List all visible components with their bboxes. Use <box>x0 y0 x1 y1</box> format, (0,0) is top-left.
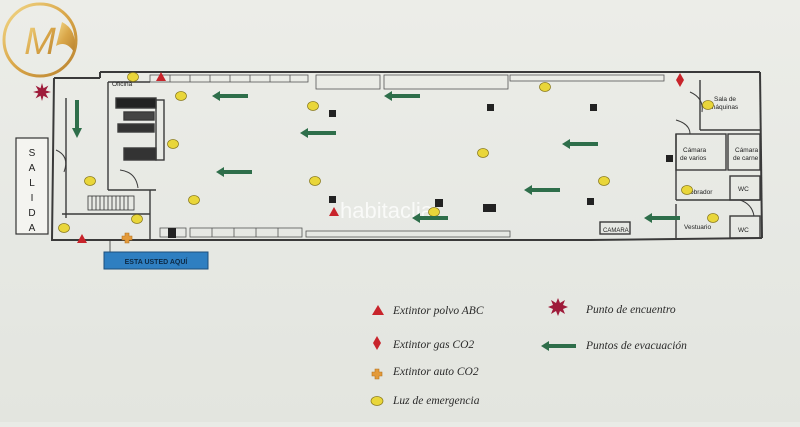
exit-sign: S A L I D A <box>15 137 49 235</box>
staircase <box>87 195 135 211</box>
legend-light-icon <box>370 396 384 406</box>
extinguisher-abc-icon <box>77 234 87 243</box>
logo-letter: M <box>24 21 56 63</box>
legend-arrow-icon <box>541 341 576 351</box>
extinguishers-co2 <box>676 73 684 87</box>
legend-label-evacuacion: Puntos de evacuación <box>585 340 687 352</box>
exit-letter: D <box>28 208 35 219</box>
evacuation-arrow-icon <box>384 91 420 101</box>
top-shelving <box>149 74 665 90</box>
legend-label-extintor-gas: Extintor gas CO2 <box>392 339 474 351</box>
evacuation-arrow-icon <box>412 213 448 223</box>
exit-letter: A <box>29 163 36 174</box>
evacuation-arrow-icon <box>72 100 82 138</box>
bottom-shelving <box>159 227 511 238</box>
meeting-points <box>33 83 51 101</box>
exit-letter: A <box>29 223 36 234</box>
legend-star-icon <box>548 298 568 316</box>
emergency-lights <box>58 72 719 233</box>
structural-columns <box>168 104 673 238</box>
evacuation-arrow-icon <box>644 213 680 223</box>
emergency-light-icon <box>681 185 693 195</box>
emergency-light-icon <box>84 176 96 186</box>
extinguisher-abc-icon <box>329 207 339 216</box>
room-label-carne: de carne <box>733 155 759 162</box>
you-are-here-marker: ESTA USTED AQUÍ <box>103 240 209 270</box>
emergency-light-icon <box>309 176 321 186</box>
room-label-maquinas: máquinas <box>710 104 739 111</box>
evacuation-arrow-icon <box>212 91 248 101</box>
legend: Extintor polvo ABC Extintor gas CO2 Exti… <box>370 298 687 407</box>
emergency-light-icon <box>175 91 187 101</box>
meeting-point-icon <box>33 83 51 101</box>
legend-triangle-icon <box>372 305 384 315</box>
left-rooms <box>55 81 165 240</box>
evacuation-arrow-icon <box>216 167 252 177</box>
room-label-camara: CAMARA <box>603 228 629 234</box>
extinguishers-auto <box>121 232 133 244</box>
emergency-light-icon <box>702 100 714 110</box>
extinguishers-abc <box>77 72 339 243</box>
legend-label-extintor-polvo: Extintor polvo ABC <box>392 305 484 317</box>
exit-letter: I <box>31 193 34 204</box>
legend-diamond-icon <box>373 336 381 350</box>
emergency-light-icon <box>127 72 139 82</box>
room-label-oficina: Oficina <box>112 81 133 88</box>
emergency-light-icon <box>598 176 610 186</box>
exit-letter: S <box>29 148 36 159</box>
room-label-varios: de varios <box>680 155 707 162</box>
emergency-light-icon <box>167 139 179 149</box>
emergency-light-icon <box>307 101 319 111</box>
emergency-light-icon <box>58 223 70 233</box>
emergency-light-icon <box>539 82 551 92</box>
evacuation-arrow-icon <box>300 128 336 138</box>
room-label-obrador: obrador <box>690 189 713 196</box>
legend-label-extintor-auto: Extintor auto CO2 <box>392 366 479 378</box>
extinguisher-co2-icon <box>676 73 684 87</box>
legend-label-luz: Luz de emergencia <box>392 395 480 407</box>
room-label-vestuario: Vestuario <box>684 224 711 231</box>
extinguisher-abc-icon <box>156 72 166 81</box>
extinguisher-auto-icon <box>121 232 133 244</box>
room-label-carne: Cámara <box>735 147 759 154</box>
evacuation-arrow-icon <box>562 139 598 149</box>
emergency-light-icon <box>131 214 143 224</box>
legend-label-encuentro: Punto de encuentro <box>585 304 676 316</box>
evacuation-arrows <box>72 91 680 223</box>
room-label-wc: WC <box>738 227 749 234</box>
you-are-here-label: ESTA USTED AQUÍ <box>125 257 189 266</box>
right-rooms <box>599 80 761 239</box>
legend-cross-icon <box>371 368 383 380</box>
emergency-light-icon <box>428 207 440 217</box>
exit-letter: L <box>29 178 35 189</box>
room-labels: Oficina Sala de máquinas Cámara de vario… <box>112 81 759 234</box>
emergency-light-icon <box>477 148 489 158</box>
room-label-varios: Cámara <box>683 147 707 154</box>
emergency-light-icon <box>707 213 719 223</box>
emergency-light-icon <box>188 195 200 205</box>
room-label-wc: WC <box>738 186 749 193</box>
brand-logo: M <box>2 2 78 78</box>
room-label-maquinas: Sala de <box>714 96 736 103</box>
evacuation-arrow-icon <box>524 185 560 195</box>
